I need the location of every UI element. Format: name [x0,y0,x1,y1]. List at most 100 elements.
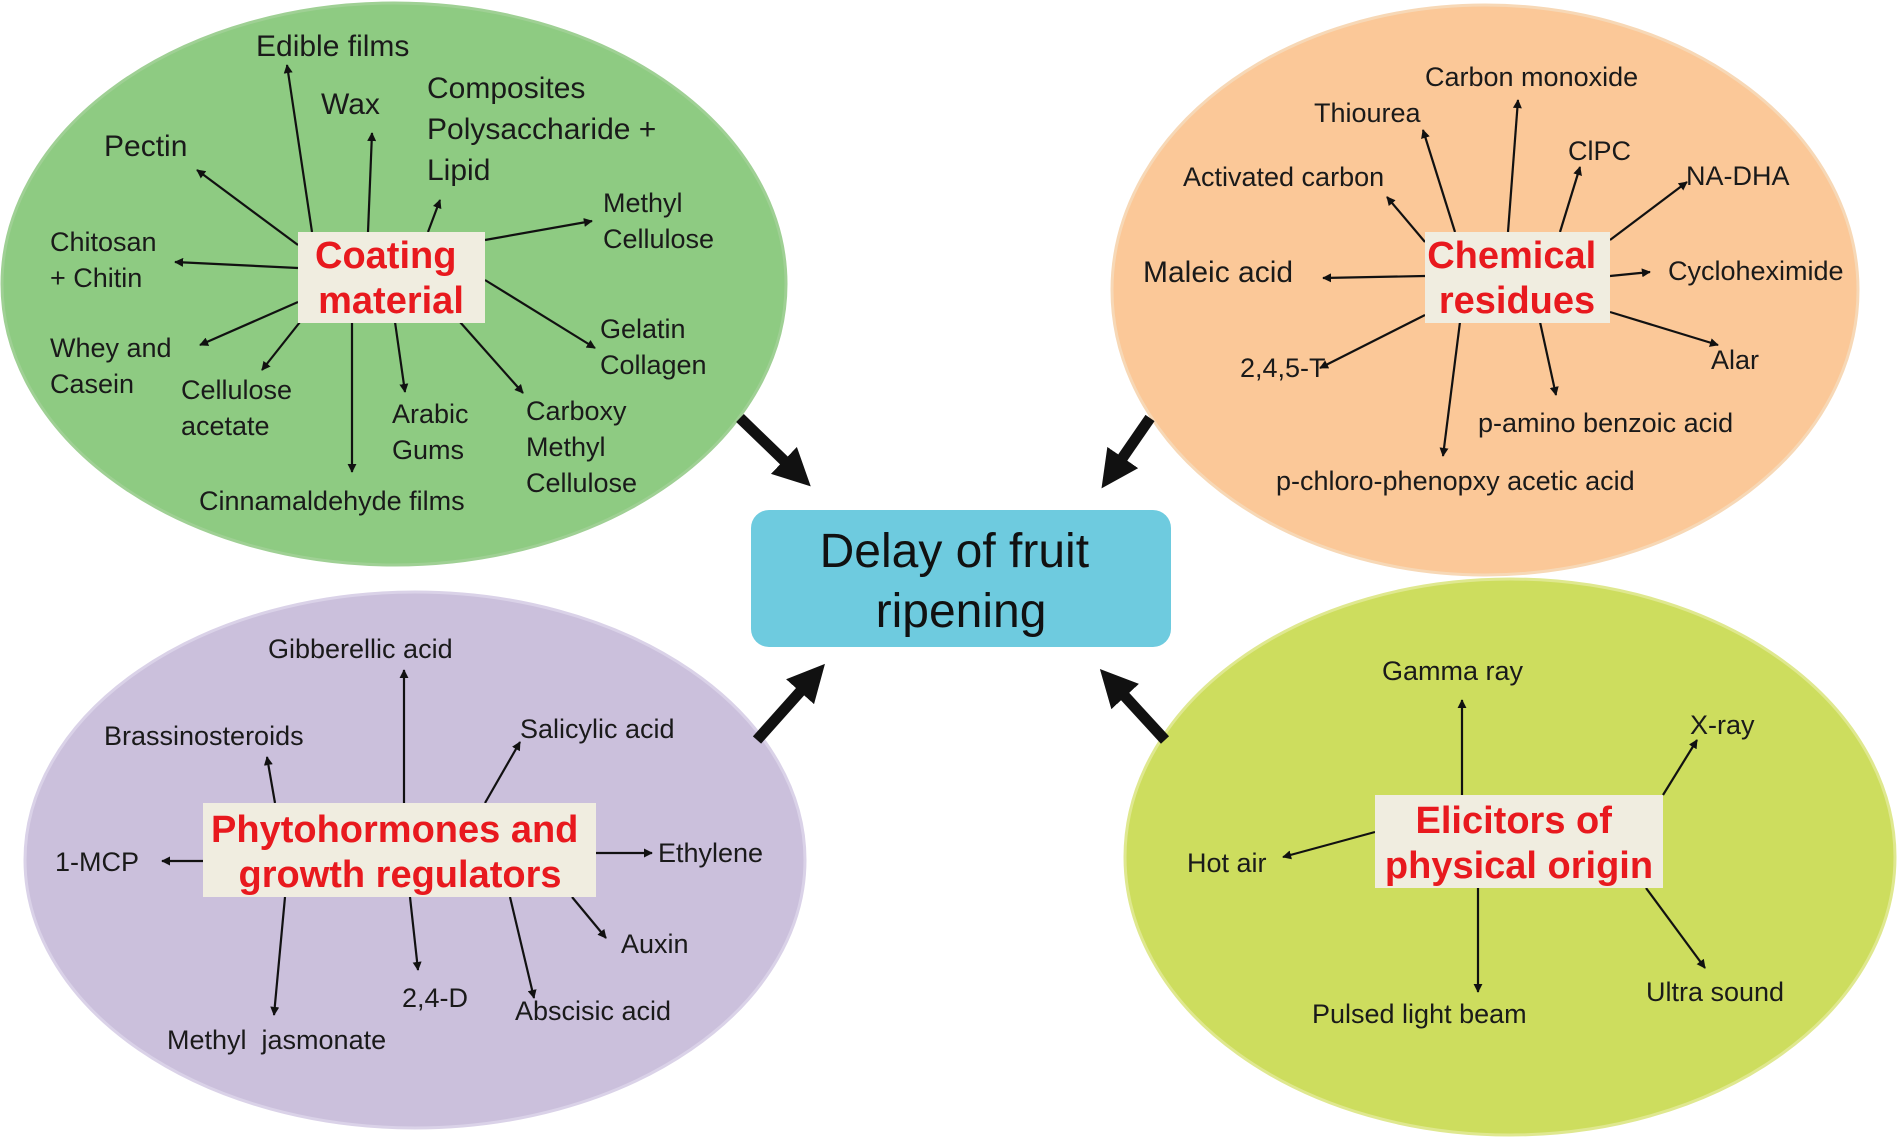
elicitors-hub-line-1: Elicitors of [1416,800,1613,842]
arrow-24d [408,896,422,971]
item-composites: Composites Polysaccharide + Lipid [427,72,665,187]
item-wax: Wax [321,88,380,121]
big-arrow-phyto [752,663,825,744]
arrow-edible-films [283,64,314,233]
elicitors-hub-box [1375,795,1663,888]
arrow-maleic-acid [1322,273,1426,283]
phyto-hub-line-2: growth regulators [238,854,561,896]
elicitors-items: Gamma ray X-ray Hot air Pulsed light bea… [1187,656,1784,1029]
arrow-245t [1319,314,1426,369]
arrow-carbon-monoxide [1506,99,1522,233]
item-maleic-acid: Maleic acid [1143,256,1293,289]
big-arrow-coating [736,414,811,487]
item-p-chloro: p-chloro-phenopxy acetic acid [1276,466,1635,496]
item-carbon-monoxide: Carbon monoxide [1425,62,1638,92]
arrow-salicylic [484,741,521,804]
item-salicylic-line-1: Salicylic acid [520,714,675,744]
item-edible-films: Edible films [256,30,409,63]
arrow-whey-casein [199,300,299,347]
item-p-amino-line-1: p-amino benzoic acid [1478,408,1733,438]
item-thiourea: Thiourea [1314,98,1422,128]
item-methyl-cellulose-line-2: Cellulose [603,224,714,254]
item-245t: 2,4,5-T [1240,353,1326,383]
chemical-hub-line-2: residues [1439,280,1595,322]
item-na-dha: NA-DHA [1686,161,1790,191]
item-methyl-jasmonate: Methyl jasmonate [167,1025,386,1055]
item-gibberellic: Gibberellic acid [268,634,453,664]
item-whey-casein-line-1: Whey and [50,333,172,363]
item-cinnamaldehyde: Cinnamaldehyde films [199,486,465,516]
item-arabic-gums: Arabic Gums [392,399,476,465]
arrow-pectin [196,169,299,246]
arrow-abscisic [508,896,537,999]
item-cycloheximide: Cycloheximide [1668,256,1844,286]
coating-hub-title: Coating material [315,235,467,322]
item-gelatin-collagen-line-1: Gelatin [600,314,686,344]
item-salicylic: Salicylic acid [520,714,675,744]
item-edible-films-line-1: Edible films [256,30,409,63]
item-cipc-line-1: ClPC [1568,136,1631,166]
item-hot-air-line-1: Hot air [1187,848,1267,878]
elicitors-hub-title: Elicitors of physical origin [1385,800,1653,887]
center-title-line-1: Delay of fruit [820,525,1089,578]
item-carbon-monoxide-line-1: Carbon monoxide [1425,62,1638,92]
item-pulsed-line-1: Pulsed light beam [1312,999,1527,1029]
arrow-p-amino [1538,321,1559,396]
chemical-hub-box [1425,232,1610,323]
item-brassino-line-1: Brassinosteroids [104,721,304,751]
coating-hub-line-2: material [318,280,464,322]
phyto-hub-title: Phytohormones and growth regulators [211,809,589,896]
item-thiourea-line-1: Thiourea [1314,98,1422,128]
chemical-hub-line-1: Chemical [1427,235,1596,277]
arrow-p-chloro [1439,321,1462,457]
item-composites-line-3: Lipid [427,154,490,187]
arrow-hot-air [1282,830,1376,860]
item-methyl-cellulose-line-1: Methyl [603,188,683,218]
arrow-na-dha [1609,181,1688,241]
item-chitosan: Chitosan + Chitin [50,227,164,293]
chemical-items: Carbon monoxide Thiourea ClPC Activated … [1143,62,1844,496]
item-cellulose-acetate-line-1: Cellulose [181,375,292,405]
item-pectin: Pectin [104,130,187,163]
item-cellulose-acetate: Cellulose acetate [181,375,300,441]
item-pectin-line-1: Pectin [104,130,187,163]
item-brassino: Brassinosteroids [104,721,304,751]
center-box [751,510,1171,647]
arrow-brassino [263,756,277,804]
big-arrow-chemical [1101,414,1155,489]
item-arabic-gums-line-2: Gums [392,435,464,465]
item-cinnamaldehyde-line-1: Cinnamaldehyde films [199,486,465,516]
item-composites-line-1: Composites [427,72,585,105]
item-auxin: Auxin [621,929,689,959]
center-title-line-2: ripening [876,585,1047,638]
item-pulsed: Pulsed light beam [1312,999,1527,1029]
chemical-hub-title: Chemical residues [1427,235,1607,322]
item-mcp-line-1: 1-MCP [55,847,139,877]
item-carboxy-line-1: Carboxy [526,396,627,426]
item-ultra-line-1: Ultra sound [1646,977,1784,1007]
arrow-cycloheximide [1609,268,1651,278]
phyto-items: Gibberellic acid Brassinosteroids Salicy… [55,634,763,1055]
item-arabic-gums-line-1: Arabic [392,399,469,429]
arrow-ultra [1645,887,1706,969]
item-carboxy: Carboxy Methyl Cellulose [526,396,637,498]
item-ethylene-line-1: Ethylene [658,838,763,868]
arrow-thiourea [1421,129,1457,233]
item-24d-line-1: 2,4-D [402,983,468,1013]
item-chitosan-line-1: Chitosan [50,227,157,257]
item-methyl-jasmonate-line-1: Methyl jasmonate [167,1025,386,1055]
item-cellulose-acetate-line-2: acetate [181,411,270,441]
item-cycloheximide-line-1: Cycloheximide [1668,256,1844,286]
item-composites-line-2: Polysaccharide + [427,113,656,146]
arrow-methyl-cellulose [484,217,593,242]
item-cipc: ClPC [1568,136,1631,166]
phyto-arrows [161,669,653,1016]
item-gamma: Gamma ray [1382,656,1524,686]
big-arrow-elicitors [1099,668,1170,744]
coating-items: Edible films Wax Composites Polysacchari… [50,30,714,516]
item-mcp: 1-MCP [55,847,139,877]
chemical-arrows [1319,99,1719,457]
phyto-hub-box [203,803,596,897]
arrow-gelatin [484,279,596,349]
